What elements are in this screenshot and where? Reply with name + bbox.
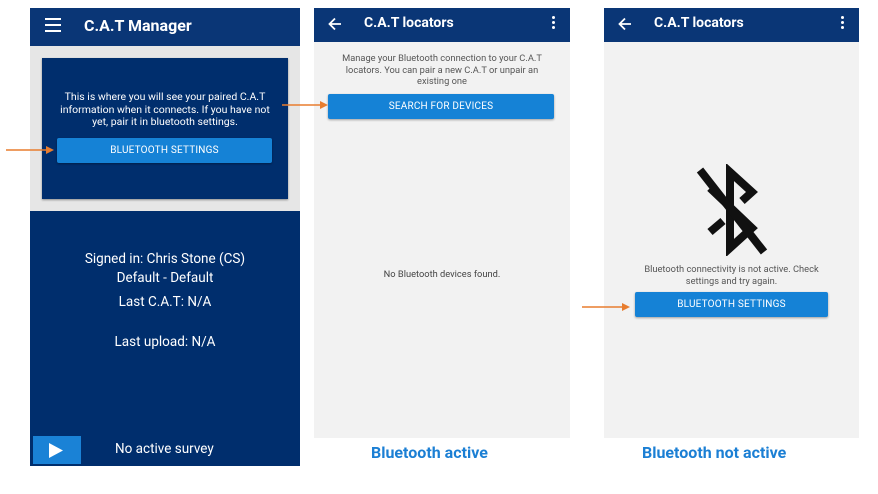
play-icon xyxy=(49,443,63,458)
more-vert-icon[interactable] xyxy=(552,16,556,31)
screen-title: C.A.T locators xyxy=(654,15,744,31)
cat-manager-screen: C.A.T Manager This is where you will see… xyxy=(30,8,300,466)
app-title: C.A.T Manager xyxy=(84,16,192,35)
empty-state-text: No Bluetooth devices found. xyxy=(383,269,501,280)
bluetooth-disabled-icon xyxy=(696,164,768,256)
back-arrow-icon[interactable] xyxy=(328,17,342,31)
play-button[interactable] xyxy=(33,436,81,464)
bluetooth-settings-button[interactable]: BLUETOOTH SETTINGS xyxy=(57,138,272,163)
search-for-devices-button[interactable]: SEARCH FOR DEVICES xyxy=(328,94,554,119)
profile-text: Default - Default xyxy=(116,270,214,286)
pairing-info-card: This is where you will see your paired C… xyxy=(42,58,288,199)
bluetooth-active-caption: Bluetooth active xyxy=(371,443,488,462)
description-text: Manage your Bluetooth connection to your… xyxy=(342,53,542,87)
last-upload-text: Last upload: N/A xyxy=(114,334,216,350)
back-arrow-icon[interactable] xyxy=(618,17,632,31)
screen-title: C.A.T locators xyxy=(364,15,454,31)
cat-locators-active-screen: C.A.T locators Manage your Bluetooth con… xyxy=(314,8,570,438)
callout-arrow-icon xyxy=(582,303,630,311)
signed-in-text: Signed in: Chris Stone (CS) xyxy=(84,251,246,267)
pairing-info-text: This is where you will see your paired C… xyxy=(60,90,270,128)
callout-arrow-icon xyxy=(6,146,54,154)
bluetooth-settings-button[interactable]: BLUETOOTH SETTINGS xyxy=(635,292,828,317)
bluetooth-not-active-caption: Bluetooth not active xyxy=(642,443,787,462)
menu-icon[interactable] xyxy=(45,18,61,32)
cat-locators-inactive-screen: C.A.T locators Bluetooth connectivity is… xyxy=(604,8,859,438)
app-bar: C.A.T locators xyxy=(314,8,570,42)
app-bar: C.A.T locators xyxy=(604,8,859,42)
last-cat-text: Last C.A.T: N/A xyxy=(118,294,212,310)
more-vert-icon[interactable] xyxy=(841,16,845,31)
bluetooth-inactive-message: Bluetooth connectivity is not active. Ch… xyxy=(644,264,819,287)
callout-arrow-icon xyxy=(282,101,328,109)
app-bar: C.A.T Manager xyxy=(30,8,300,46)
survey-status: No active survey xyxy=(115,441,214,457)
